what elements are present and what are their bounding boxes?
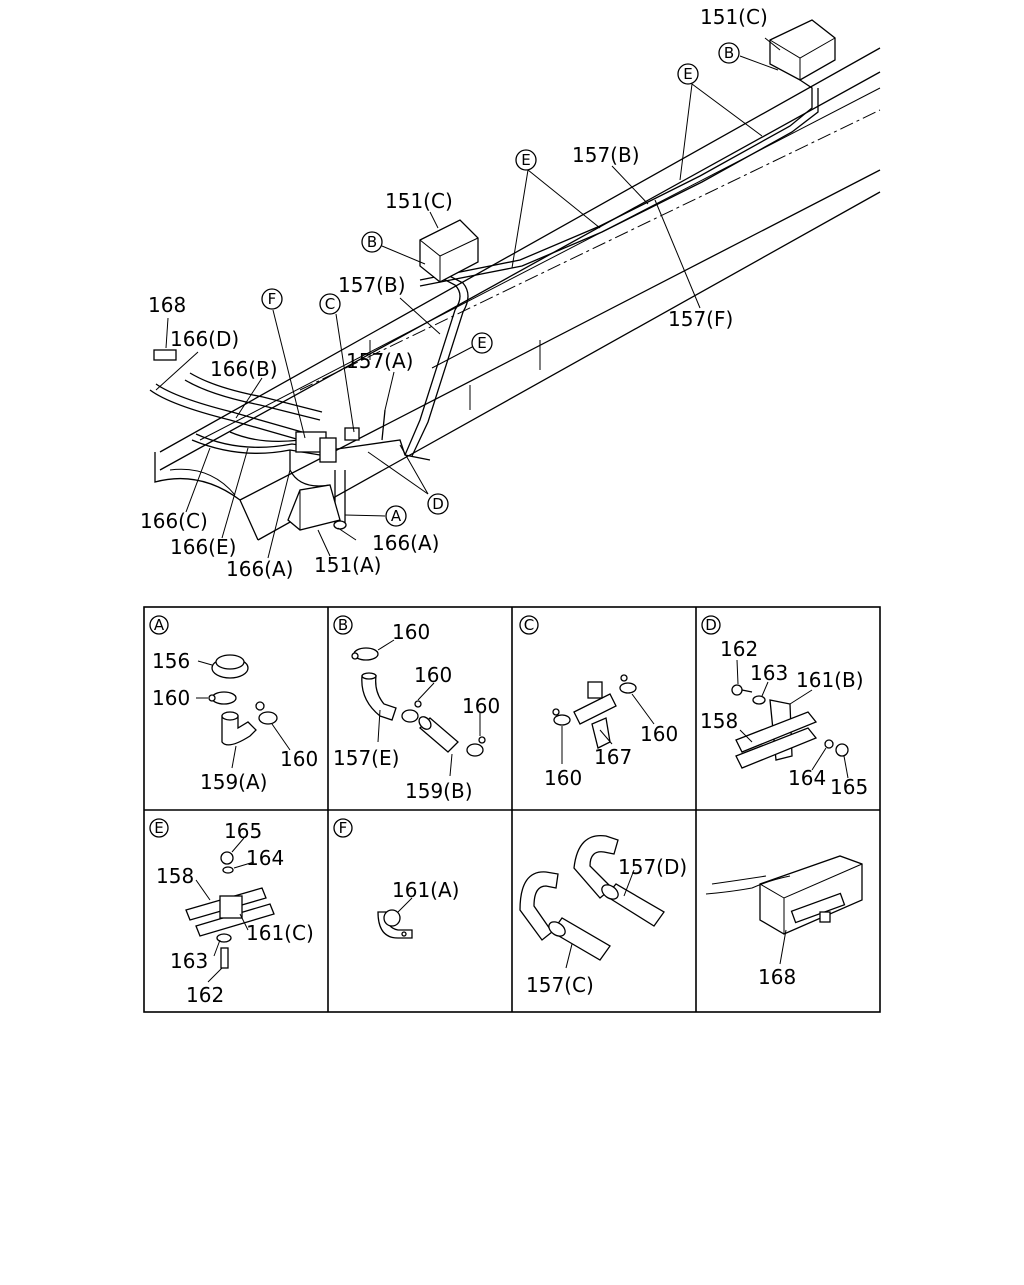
hose-assembly xyxy=(149,372,347,530)
panel-e-letter: E xyxy=(154,819,163,837)
label-166a-right: 166(A) xyxy=(372,531,439,555)
label-157f: 157(F) xyxy=(668,307,733,331)
panel-c-letter: C xyxy=(524,616,534,634)
panel-b-label-160-right: 160 xyxy=(462,694,500,718)
label-166b: 166(B) xyxy=(210,357,278,381)
detail-panel-157: 157(D) 157(C) xyxy=(519,834,687,997)
panel-d-label-163: 163 xyxy=(750,661,788,685)
detail-panel-f: F 161(A) xyxy=(333,818,459,939)
label-168-overview: 168 xyxy=(148,293,186,317)
panel-c-label-160-right: 160 xyxy=(640,722,678,746)
panel-e-label-163: 163 xyxy=(170,949,208,973)
callout-b-top: B xyxy=(724,44,734,62)
bracket-151a xyxy=(287,484,341,531)
callout-e-low: E xyxy=(477,334,486,352)
pipe-runs xyxy=(329,79,819,461)
label-157b-mid: 157(B) xyxy=(338,273,406,297)
panel-d-label-165: 165 xyxy=(830,775,868,799)
panel-b-letter: B xyxy=(338,616,348,634)
panel-e-label-164: 164 xyxy=(246,846,284,870)
panel-a-label-160-left: 160 xyxy=(152,686,190,710)
overview-callouts: B E E B F C E D A xyxy=(261,42,740,527)
callout-d: D xyxy=(432,495,444,513)
panel-a-label-156: 156 xyxy=(152,649,190,673)
overview-labels: 151(C) 157(B) 151(C) 157(B) 157(F) 157(A… xyxy=(140,5,768,581)
callout-a: A xyxy=(391,507,402,525)
panel-157-label-157c: 157(C) xyxy=(526,973,594,997)
callout-c: C xyxy=(325,295,335,313)
panel-168-label: 168 xyxy=(758,965,796,989)
valve-151c-top xyxy=(769,19,836,81)
detail-panel-b: B 160 160 160 157(E) 159(B) xyxy=(333,615,500,803)
detail-panel-d: D 162 163 161(B) 158 164 165 xyxy=(700,615,868,799)
callout-e-top: E xyxy=(683,65,692,83)
panel-b-label-157e: 157(E) xyxy=(333,746,399,770)
panel-d-label-162: 162 xyxy=(720,637,758,661)
panel-d-label-158: 158 xyxy=(700,709,738,733)
panel-a-label-159a: 159(A) xyxy=(200,770,267,794)
callout-f: F xyxy=(268,290,277,308)
label-166a-bottom: 166(A) xyxy=(226,557,293,581)
panel-c-label-160-left: 160 xyxy=(544,766,582,790)
panel-d-label-164: 164 xyxy=(788,766,826,790)
leader-lines xyxy=(155,37,781,559)
panel-c-label-167: 167 xyxy=(594,745,632,769)
junction-fittings xyxy=(295,427,360,463)
panel-e-label-162: 162 xyxy=(186,983,224,1007)
label-166e: 166(E) xyxy=(170,535,236,559)
label-166c: 166(C) xyxy=(140,509,208,533)
panel-b-label-160-mid: 160 xyxy=(414,663,452,687)
panel-b-label-159b: 159(B) xyxy=(405,779,473,803)
panel-f-letter: F xyxy=(339,819,348,837)
panel-e-label-165: 165 xyxy=(224,819,262,843)
panel-d-letter: D xyxy=(705,616,717,634)
callout-e-mid: E xyxy=(521,151,530,169)
label-166d: 166(D) xyxy=(170,327,239,351)
detail-panel-c: C 160 160 167 xyxy=(519,615,678,790)
label-157b-top: 157(B) xyxy=(572,143,640,167)
panel-b-label-160-top: 160 xyxy=(392,620,430,644)
panel-d-label-161b: 161(B) xyxy=(796,668,864,692)
detail-grid xyxy=(143,606,881,1013)
detail-panel-e: E 165 164 158 161(C) 163 162 xyxy=(149,818,314,1007)
panel-a-label-160-right: 160 xyxy=(280,747,318,771)
panel-157-label-157d: 157(D) xyxy=(618,855,687,879)
panel-e-label-161c: 161(C) xyxy=(246,921,314,945)
label-157a: 157(A) xyxy=(346,349,413,373)
detail-panel-a: A 156 160 160 159(A) xyxy=(149,615,318,794)
detail-panel-168: 168 xyxy=(705,855,863,989)
label-151a: 151(A) xyxy=(314,553,381,577)
label-151c-top: 151(C) xyxy=(700,5,768,29)
callout-b-mid: B xyxy=(367,233,377,251)
panel-a-letter: A xyxy=(154,616,165,634)
part-168-small xyxy=(153,349,177,361)
valve-151c-mid xyxy=(419,219,479,283)
panel-f-label-161a: 161(A) xyxy=(392,878,459,902)
label-151c-mid: 151(C) xyxy=(385,189,453,213)
panel-e-label-158: 158 xyxy=(156,864,194,888)
